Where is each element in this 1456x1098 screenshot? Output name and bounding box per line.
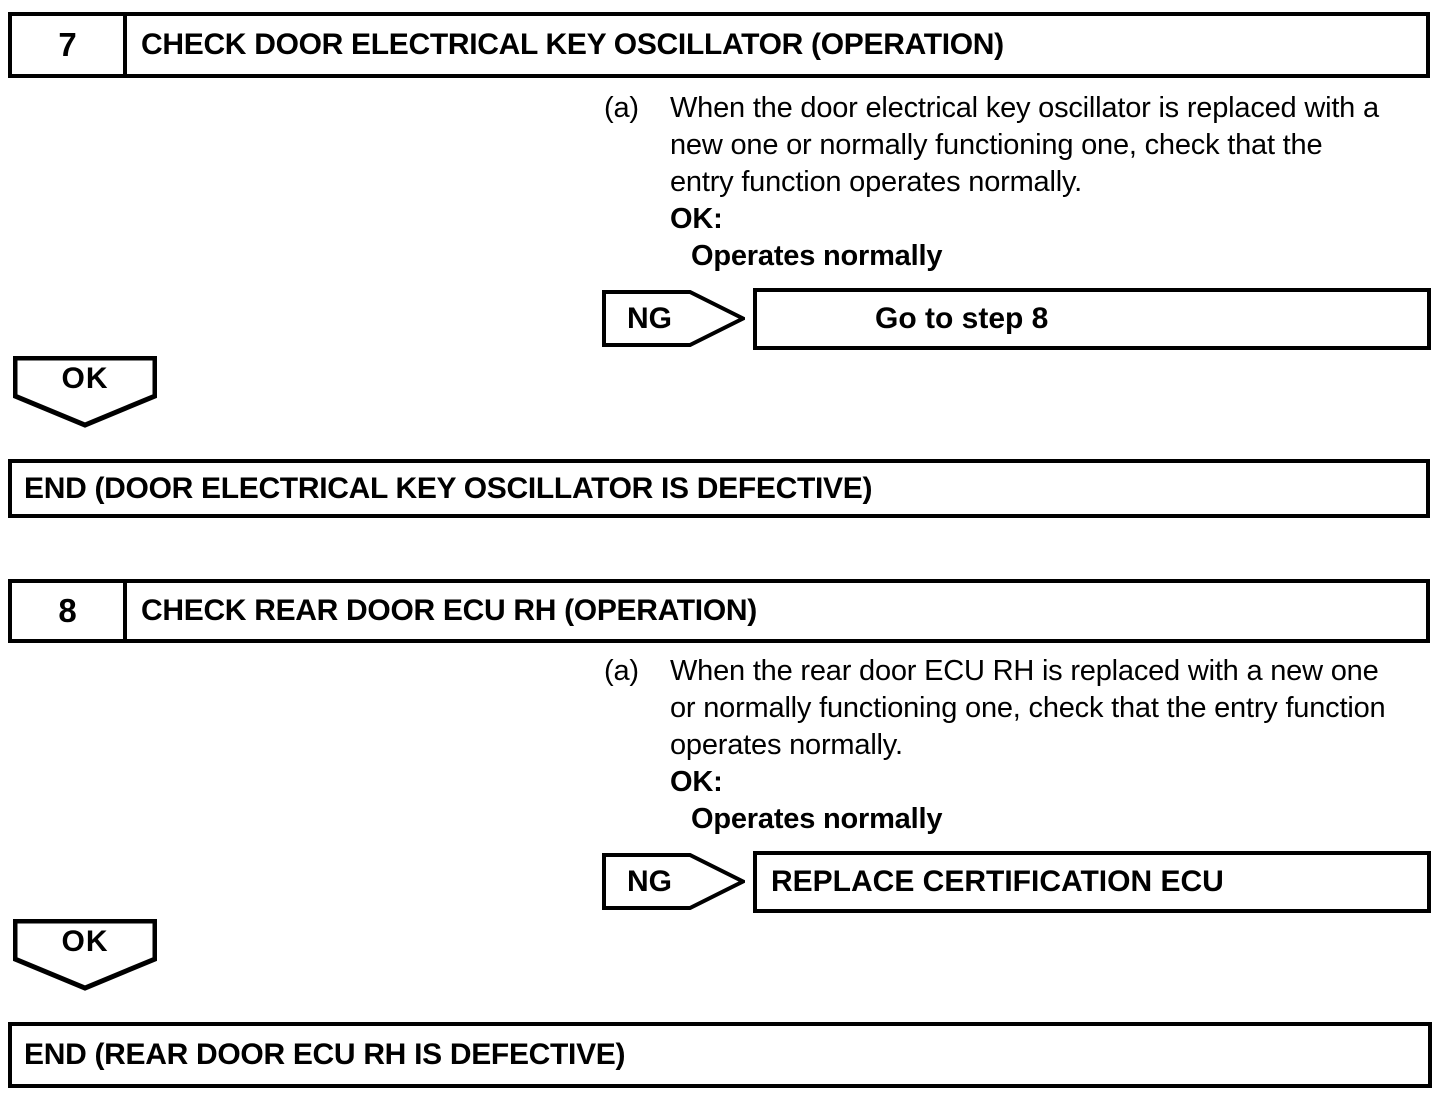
ok-down-arrow-icon <box>13 356 157 428</box>
substep-text-line: entry function operates normally. <box>670 166 1082 198</box>
step8-ok-connector: OK <box>13 919 157 991</box>
step7-ng-connector: NG <box>602 290 745 347</box>
step7-substep: (a) When the door electrical key oscilla… <box>604 90 1450 275</box>
list-marker: (a) <box>604 92 639 124</box>
substep-text-line: When the door electrical key oscillator … <box>670 92 1379 124</box>
list-marker: (a) <box>604 655 639 687</box>
step8-ng-action-box: REPLACE CERTIFICATION ECU <box>753 851 1431 913</box>
step8-title: CHECK REAR DOOR ECU RH (OPERATION) <box>141 594 757 627</box>
ok-connector-label: OK <box>61 362 109 395</box>
substep-text-line: new one or normally functioning one, che… <box>670 129 1323 161</box>
step7-ng-action-box: Go to step 8 <box>753 288 1431 350</box>
ng-label: NG <box>627 301 672 335</box>
ok-condition: Operates normally <box>691 240 943 272</box>
step8-header: 8 CHECK REAR DOOR ECU RH (OPERATION) <box>8 579 1430 643</box>
step7-title: CHECK DOOR ELECTRICAL KEY OSCILLATOR (OP… <box>141 28 1004 61</box>
ng-arrow-icon <box>602 853 745 910</box>
step8-ng-connector: NG <box>602 853 745 910</box>
ok-label: OK: <box>670 766 723 798</box>
step8-end-box: END (REAR DOOR ECU RH IS DEFECTIVE) <box>8 1022 1432 1088</box>
ok-label: OK: <box>670 203 723 235</box>
substep-text-line: When the rear door ECU RH is replaced wi… <box>670 655 1379 687</box>
step7-header: 7 CHECK DOOR ELECTRICAL KEY OSCILLATOR (… <box>8 12 1430 78</box>
step7-ok-connector: OK <box>13 356 157 428</box>
ng-label: NG <box>627 864 672 898</box>
step8-number: 8 <box>12 583 127 639</box>
substep-text-line: or normally functioning one, check that … <box>670 692 1386 724</box>
ok-connector-label: OK <box>61 925 109 958</box>
ok-condition: Operates normally <box>691 803 943 835</box>
step8-substep: (a) When the rear door ECU RH is replace… <box>604 653 1450 838</box>
ng-arrow-icon <box>602 290 745 347</box>
step7-number: 7 <box>12 16 127 74</box>
step7-end-box: END (DOOR ELECTRICAL KEY OSCILLATOR IS D… <box>8 459 1430 518</box>
ok-down-arrow-icon <box>13 919 157 991</box>
substep-text-line: operates normally. <box>670 729 903 761</box>
